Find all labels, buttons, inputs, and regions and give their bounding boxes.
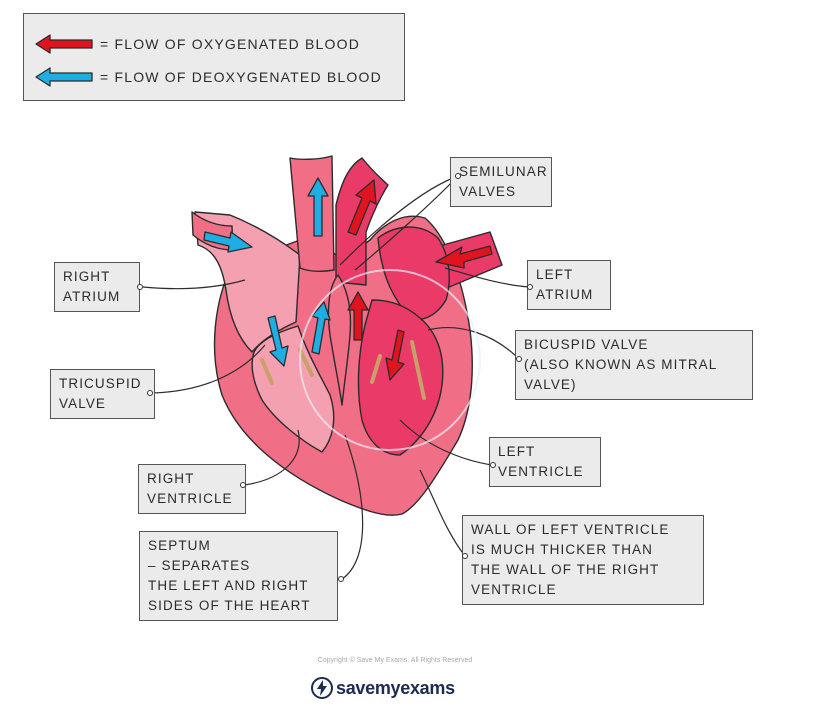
connector-dot xyxy=(527,284,533,290)
legend-deoxygenated: = FLOW OF DEOXYGENATED BLOOD xyxy=(34,66,382,88)
leader-semilunar-a xyxy=(339,175,459,266)
label-left-atrium: LEFT ATRIUM xyxy=(527,260,611,310)
connector-dot xyxy=(490,462,496,468)
red-arrow-pulmonary-vein xyxy=(435,245,493,269)
label-wall-left-ventricle: WALL OF LEFT VENTRICLE IS MUCH THICKER T… xyxy=(462,515,704,605)
red-arrow-left-up xyxy=(347,291,369,341)
left-ventricle-cavity xyxy=(357,299,444,456)
label-semilunar-valves: SEMILUNAR VALVES xyxy=(450,157,552,207)
label-right-ventricle: RIGHT VENTRICLE xyxy=(138,464,246,514)
connector-dot xyxy=(462,553,468,559)
tricuspid-flap-2 xyxy=(298,348,314,377)
leader-left-atrium xyxy=(444,267,531,288)
red-arrow-left-down xyxy=(385,329,405,381)
leader-wall xyxy=(419,469,466,557)
leader-right-atrium xyxy=(142,279,246,290)
red-arrow-aorta xyxy=(347,179,377,236)
blue-arrow-right-down xyxy=(267,315,289,367)
brand-name: savemyexams xyxy=(336,677,455,698)
valve-flaps xyxy=(260,340,426,400)
leader-septum xyxy=(341,434,364,580)
tricuspid-flap-1 xyxy=(260,358,274,385)
blue-arrow-pulmonary xyxy=(307,177,329,237)
legend: = FLOW OF OXYGENATED BLOOD = FLOW OF DEO… xyxy=(23,13,405,101)
connector-dot xyxy=(338,576,344,582)
bicuspid-flap-2 xyxy=(410,340,426,400)
leader-tricuspid xyxy=(150,344,266,394)
blue-arrow-vena-cava xyxy=(203,231,253,253)
label-septum: SEPTUM – SEPARATES THE LEFT AND RIGHT SI… xyxy=(139,531,338,621)
label-left-ventricle: LEFT VENTRICLE xyxy=(489,437,601,487)
label-right-atrium: RIGHT ATRIUM xyxy=(54,262,140,312)
leader-left-ventricle xyxy=(399,419,493,466)
legend-oxygenated: = FLOW OF OXYGENATED BLOOD xyxy=(34,33,360,55)
leader-right-ventricle xyxy=(243,429,300,486)
copyright-text: Copyright © Save My Exams. All Rights Re… xyxy=(317,657,473,664)
label-bicuspid-valve: BICUSPID VALVE (ALSO KNOWN AS MITRAL VAL… xyxy=(515,330,753,400)
connector-dot xyxy=(147,390,153,396)
legend-deoxygenated-text: = FLOW OF DEOXYGENATED BLOOD xyxy=(100,69,382,85)
connector-dot xyxy=(516,356,522,362)
blue-arrow-icon xyxy=(35,67,93,87)
label-tricuspid-valve: TRICUSPID VALVE xyxy=(50,369,155,419)
legend-oxygenated-text: = FLOW OF OXYGENATED BLOOD xyxy=(100,36,361,52)
bicuspid-flap-1 xyxy=(370,354,382,384)
connector-dot xyxy=(137,284,143,290)
brand-logo: savemyexams xyxy=(311,677,455,699)
connector-dot xyxy=(240,482,246,488)
watermark-icon xyxy=(299,269,481,451)
lightning-bolt-icon xyxy=(311,677,333,699)
leader-lines xyxy=(142,175,531,580)
leader-semilunar-b xyxy=(354,175,459,271)
red-arrow-icon xyxy=(35,34,93,54)
connector-dot xyxy=(455,173,461,179)
blue-arrow-right-up xyxy=(311,301,331,355)
pulmonary-artery xyxy=(289,155,335,273)
